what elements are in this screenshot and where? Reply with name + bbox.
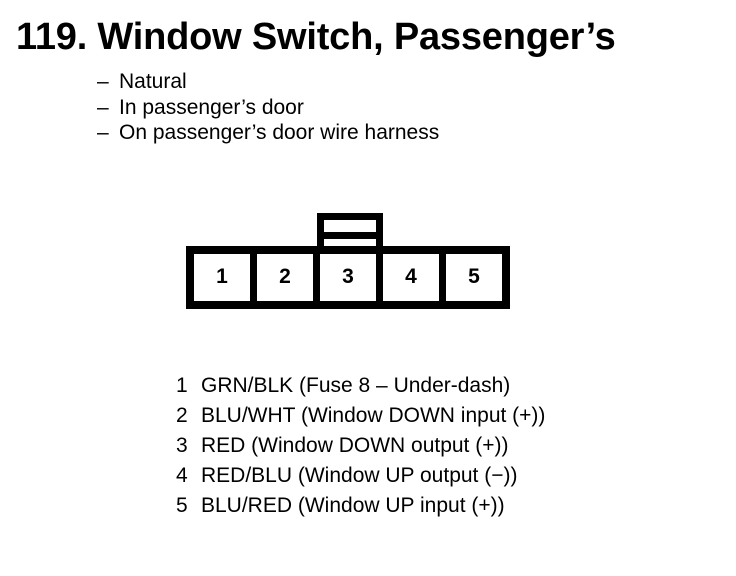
pin-number-label: 2 [279,265,291,288]
legend-pin-number: 3 [176,434,188,457]
legend-row: 2 BLU/WHT (Window DOWN input (+)) [176,401,545,431]
page-title: 119. Window Switch, Passenger’s [16,16,616,58]
pin-cell-3: 3 [320,254,383,301]
list-item: –On passenger’s door wire harness [97,120,439,146]
legend-row: 1 GRN/BLK (Fuse 8 – Under-dash) [176,371,545,401]
legend-pin-description: RED (Window DOWN output (+)) [201,434,509,457]
legend-pin-description: GRN/BLK (Fuse 8 – Under-dash) [201,374,511,397]
legend-pin-number: 4 [176,464,188,487]
description-item-label: Natural [119,70,187,93]
pin-cell-5: 5 [446,254,502,301]
dash-bullet-icon: – [97,70,109,93]
pin-number-label: 3 [342,265,354,288]
pin-number-label: 5 [468,265,480,288]
connector-diagram: 1 2 3 4 5 [186,213,510,309]
description-item-label: On passenger’s door wire harness [119,121,440,144]
dash-bullet-icon: – [97,95,109,119]
list-item: –In passenger’s door [97,95,439,121]
pin-legend-list: 1 GRN/BLK (Fuse 8 – Under-dash) 2 BLU/WH… [176,371,545,521]
list-item: –Natural [97,69,439,95]
legend-pin-number: 2 [176,404,188,427]
legend-pin-number: 5 [176,494,188,517]
pin-cell-2: 2 [257,254,320,301]
legend-row: 3 RED (Window DOWN output (+)) [176,431,545,461]
description-item-label: In passenger’s door [119,95,304,119]
legend-pin-description: BLU/WHT (Window DOWN input (+)) [201,404,546,427]
pin-cell-4: 4 [383,254,446,301]
pin-cell-1: 1 [194,254,257,301]
description-list: –Natural –In passenger’s door –On passen… [97,69,439,146]
legend-pin-description: BLU/RED (Window UP input (+)) [201,494,505,517]
legend-row: 5 BLU/RED (Window UP input (+)) [176,491,545,521]
dash-bullet-icon: – [97,121,109,144]
pin-number-label: 1 [216,265,228,288]
connector-body: 1 2 3 4 5 [186,246,510,309]
pin-number-label: 4 [405,265,417,288]
tab-rib [324,232,376,239]
legend-pin-description: RED/BLU (Window UP output (−)) [201,464,518,487]
legend-row: 4 RED/BLU (Window UP output (−)) [176,461,545,491]
legend-pin-number: 1 [176,374,188,397]
